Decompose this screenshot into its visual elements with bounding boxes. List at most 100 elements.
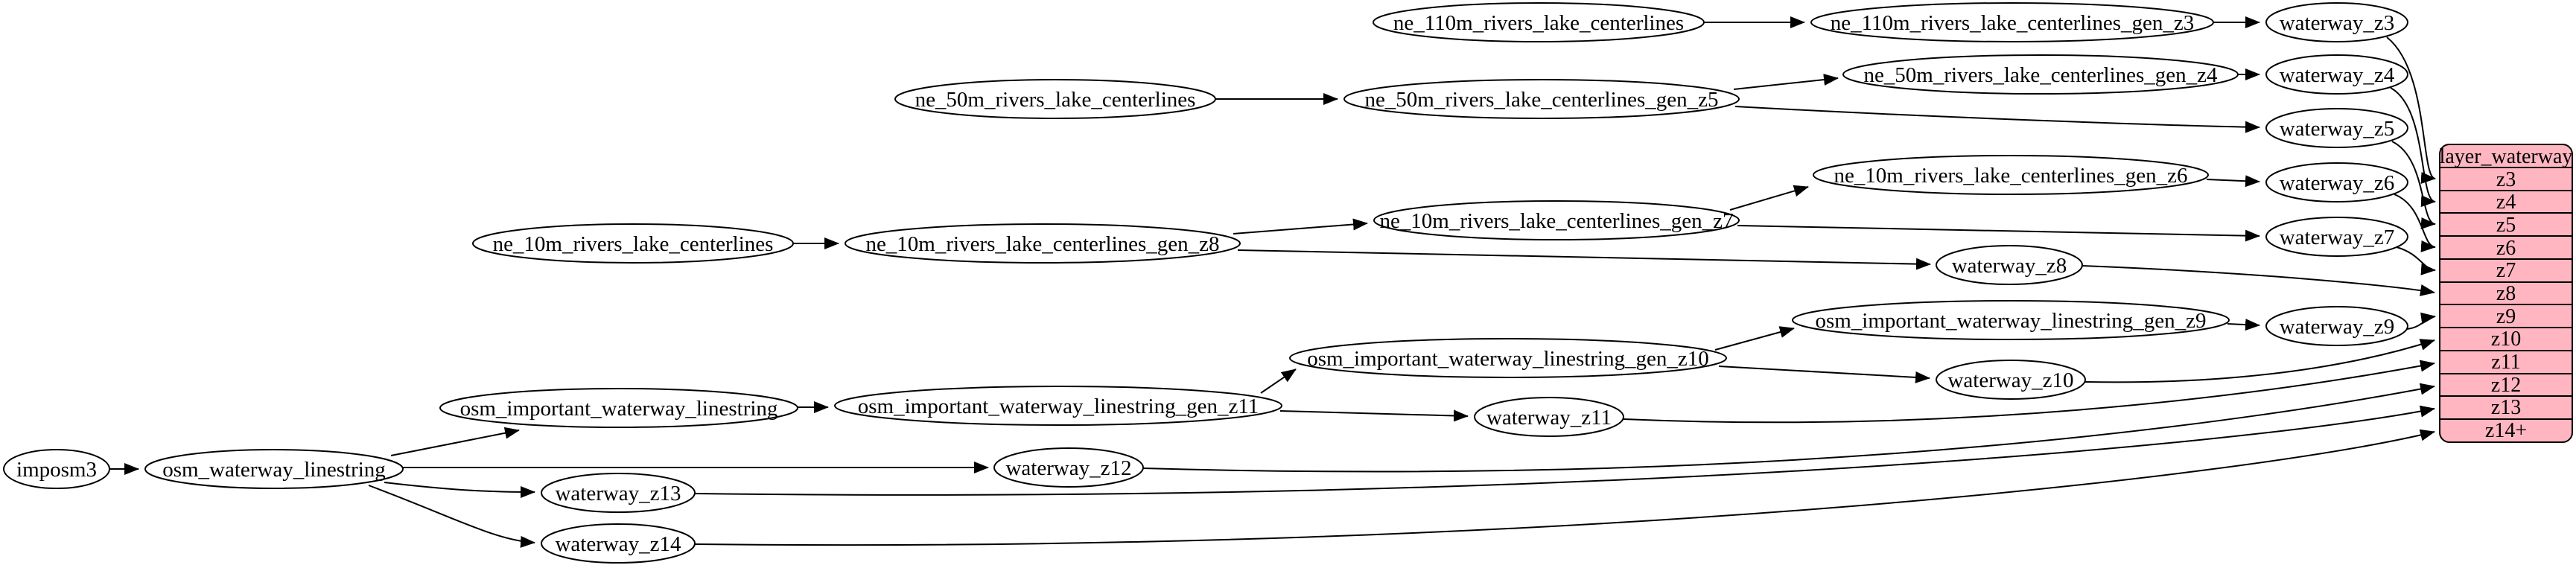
node-ne_110m_rivers_lake_centerlines-label: ne_110m_rivers_lake_centerlines [1393,11,1684,35]
record-row-z7: z7 [2496,259,2516,282]
edge-waterway_z14-row_z14 [694,429,2435,546]
node-osm_waterway_linestring-label: osm_waterway_linestring [162,458,386,482]
node-ne_10m_rivers_lake_centerlines_gen_z8: ne_10m_rivers_lake_centerlines_gen_z8 [845,223,1241,264]
node-waterway_z12-label: waterway_z12 [1005,456,1131,480]
node-waterway_z10: waterway_z10 [1936,360,2086,400]
edge-gen_z5-waterway_z5 [1734,106,2260,133]
edge-gen_z8-waterway_z8 [1237,249,1931,270]
node-osm_important_waterway_linestring_gen_z11: osm_important_waterway_linestring_gen_z1… [834,386,1282,426]
node-waterway_z9-label: waterway_z9 [2280,315,2395,339]
record-row-z11: z11 [2491,351,2520,374]
edge-waterway_z9-row_z9 [2406,312,2436,330]
node-waterway_z5-label: waterway_z5 [2280,117,2395,141]
edge-waterway_z11-row_z11 [1623,360,2435,424]
record-row-z12: z12 [2491,374,2521,397]
node-osm_important_waterway_linestring-label: osm_important_waterway_linestring [460,397,778,421]
node-ne_110m_rivers_lake_centerlines: ne_110m_rivers_lake_centerlines [1373,2,1705,42]
node-ne_50m_rivers_lake_centerlines_gen_z4: ne_50m_rivers_lake_centerlines_gen_z4 [1842,54,2239,95]
node-waterway_z7-label: waterway_z7 [2280,226,2395,249]
edge-waterway_z7-row_z7 [2396,246,2436,275]
node-waterway_z3: waterway_z3 [2265,2,2408,42]
node-osm_important_waterway_linestring_gen_z10-shape [1289,338,1727,378]
node-waterway_z5-shape [2265,108,2408,148]
edge-waterway_z4-row_z4 [2390,87,2436,208]
node-ne_10m_rivers_lake_centerlines: ne_10m_rivers_lake_centerlines [472,223,794,264]
node-waterway_z14-shape [541,523,696,564]
node-waterway_z13-shape [541,473,696,513]
node-waterway_z5: waterway_z5 [2265,108,2408,148]
node-ne_50m_rivers_lake_centerlines_gen_z4-shape [1842,54,2239,95]
node-ne_10m_rivers_lake_centerlines_gen_z7-shape [1373,200,1740,240]
node-waterway_z12: waterway_z12 [993,447,1144,488]
node-waterway_z11-shape [1474,397,1624,437]
edge-gen_z11-gen_z10 [1260,368,1297,394]
node-ne_10m_rivers_lake_centerlines-label: ne_10m_rivers_lake_centerlines [493,232,774,256]
node-ne_10m_rivers_lake_centerlines-shape [472,223,794,264]
node-ne_10m_rivers_lake_centerlines_gen_z7-label: ne_10m_rivers_lake_centerlines_gen_z7 [1379,209,1733,233]
edge-waterway_z3-row_z3 [2386,36,2436,184]
edge-gen_z9-waterway_z9 [2227,319,2260,331]
node-ne_50m_rivers_lake_centerlines_gen_z5-shape [1343,79,1740,119]
node-waterway_z6-label: waterway_z6 [2280,171,2395,195]
node-osm_important_waterway_linestring: osm_important_waterway_linestring [439,388,798,428]
edge-gen_z5-gen_z4 [1733,74,1839,90]
node-waterway_z12-shape [993,447,1144,488]
edge-waterway_z12-row_z12 [1142,383,2435,473]
node-ne_10m_rivers_lake_centerlines_gen_z6-label: ne_10m_rivers_lake_centerlines_gen_z6 [1834,164,2187,188]
node-osm_important_waterway_linestring_gen_z11-shape [834,386,1282,426]
node-waterway_z13-label: waterway_z13 [555,482,681,505]
node-ne_110m_rivers_lake_centerlines_gen_z3-shape [1810,2,2214,42]
node-ne_110m_rivers_lake_centerlines-shape [1373,2,1705,42]
node-ne_110m_rivers_lake_centerlines_gen_z3-label: ne_110m_rivers_lake_centerlines_gen_z3 [1831,11,2195,35]
node-waterway_z13: waterway_z13 [541,473,696,513]
node-waterway_z14-label: waterway_z14 [555,532,681,556]
edge-gen_z7-gen_z6 [1729,185,1809,211]
node-waterway_z3-label: waterway_z3 [2280,11,2395,35]
record-row-z5: z5 [2496,214,2516,237]
edges [109,16,2436,548]
node-osm_important_waterway_linestring_gen_z11-label: osm_important_waterway_linestring_gen_z1… [858,395,1259,418]
node-osm_important_waterway_linestring_gen_z9-shape [1792,300,2230,340]
node-waterway_z10-shape [1936,360,2086,400]
node-ne_50m_rivers_lake_centerlines: ne_50m_rivers_lake_centerlines [894,79,1216,119]
node-ne_50m_rivers_lake_centerlines-label: ne_50m_rivers_lake_centerlines [915,88,1196,112]
node-waterway_z14: waterway_z14 [541,523,696,564]
node-ne_110m_rivers_lake_centerlines_gen_z3: ne_110m_rivers_lake_centerlines_gen_z3 [1810,2,2214,42]
record-row-z3: z3 [2496,168,2516,191]
node-osm_waterway_linestring-shape [144,449,404,489]
record-row-z8: z8 [2496,282,2516,305]
node-waterway_z8-shape [1936,245,2083,285]
record-row-z9: z9 [2496,305,2516,328]
edge-gen_z8-gen_z7 [1233,218,1368,234]
node-ne_50m_rivers_lake_centerlines-shape [894,79,1216,119]
node-waterway_z8: waterway_z8 [1936,245,2083,285]
node-osm_important_waterway_linestring-shape [439,388,798,428]
node-osm_waterway_linestring: osm_waterway_linestring [144,449,404,489]
record-row-z6: z6 [2496,237,2516,260]
node-ne_10m_rivers_lake_centerlines_gen_z8-shape [845,223,1241,264]
record-row-z4: z4 [2496,191,2516,214]
node-waterway_z9-shape [2265,306,2408,346]
record-title: layer_waterway [2440,145,2573,168]
node-osm_important_waterway_linestring_gen_z9-label: osm_important_waterway_linestring_gen_z9 [1815,309,2206,333]
node-osm_important_waterway_linestring_gen_z10: osm_important_waterway_linestring_gen_z1… [1289,338,1727,378]
edge-gen_z10-gen_z9 [1714,326,1795,351]
node-ne_10m_rivers_lake_centerlines_gen_z8-label: ne_10m_rivers_lake_centerlines_gen_z8 [865,232,1219,256]
edge-osm_waterway_linestring-osm_important_waterway_linestring [390,427,520,456]
node-waterway_z4: waterway_z4 [2265,54,2408,95]
node-imposm3: imposm3 [3,449,110,489]
node-waterway_z8-label: waterway_z8 [1952,254,2067,278]
node-waterway_z6: waterway_z6 [2265,162,2408,202]
record-row-z10: z10 [2491,328,2521,351]
edge-waterway_z8-row_z8 [2082,265,2435,296]
node-ne_50m_rivers_lake_centerlines_gen_z5: ne_50m_rivers_lake_centerlines_gen_z5 [1343,79,1740,119]
node-waterway_z7: waterway_z7 [2265,217,2408,257]
node-waterway_z4-shape [2265,54,2408,95]
record-layer_waterway: layer_waterway z3 z4 z5 z6 z7 z8 z9 z10 … [2439,144,2573,443]
edge-waterway_z13-row_z13 [694,405,2435,496]
edge-waterway_z5-row_z5 [2391,141,2436,229]
node-imposm3-label: imposm3 [16,458,97,482]
node-waterway_z4-label: waterway_z4 [2280,63,2395,87]
